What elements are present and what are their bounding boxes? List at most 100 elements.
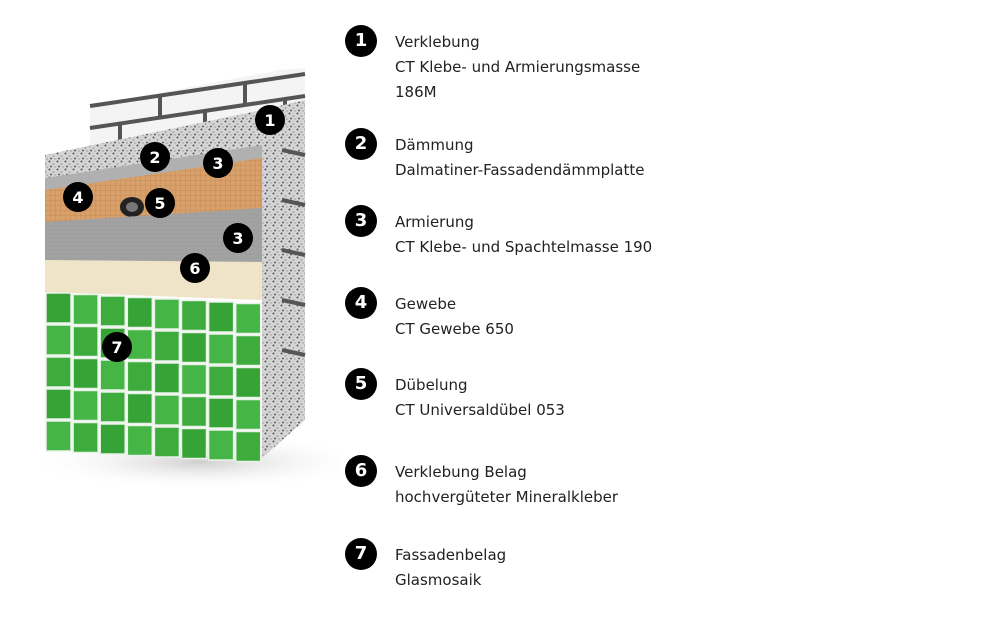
legend-title: Armierung <box>395 213 474 231</box>
mosaic-tile <box>207 301 235 333</box>
mosaic-tile <box>99 423 126 455</box>
glass-mosaic-layer <box>45 292 262 463</box>
mosaic-tile <box>153 426 181 458</box>
mosaic-tile <box>207 397 235 429</box>
legend-entry: 5 Dübelung CT Universaldübel 053 <box>345 368 985 438</box>
diagram-badge: 2 <box>140 142 170 172</box>
mosaic-tile <box>45 420 72 452</box>
mosaic-tile <box>207 333 235 365</box>
mosaic-tile <box>126 296 154 329</box>
badge-number: 4 <box>72 188 83 207</box>
diagram-badge: 4 <box>63 182 93 212</box>
badge-number: 3 <box>212 154 223 173</box>
mosaic-tile <box>234 366 262 399</box>
legend-title: Verklebung Belag <box>395 463 527 481</box>
mosaic-tile <box>153 330 181 362</box>
legend-detail: 186M <box>395 83 437 101</box>
mosaic-tile <box>126 392 154 425</box>
mosaic-tile <box>153 298 181 330</box>
mosaic-tile <box>180 395 208 428</box>
legend-number-badge: 7 <box>345 538 377 570</box>
dowel-center <box>126 202 138 212</box>
diagram-badges: 1 2 3 4 5 3 6 7 <box>63 105 285 362</box>
mosaic-tile <box>207 365 235 397</box>
wall-side-lines <box>281 148 306 357</box>
masonry-wall <box>89 68 306 150</box>
badge-number: 7 <box>111 338 122 357</box>
mosaic-tile <box>99 359 126 391</box>
legend-entry: 1 Verklebung CT Klebe- und Armierungsmasse… <box>345 25 985 101</box>
legend-title: Verklebung <box>395 33 480 51</box>
mosaic-tile <box>153 394 181 426</box>
badge-number: 2 <box>149 148 160 167</box>
mosaic-tile <box>180 299 208 332</box>
mosaic-tile <box>72 325 99 358</box>
mosaic-tile <box>45 292 72 324</box>
diagram-badge: 3 <box>223 223 253 253</box>
mosaic-tile <box>45 388 72 420</box>
diagram-badge: 5 <box>145 188 175 218</box>
legend-entry: 4 Gewebe CT Gewebe 650 <box>345 287 985 357</box>
badge-number: 6 <box>189 259 200 278</box>
legend-text: Dübelung CT Universaldübel 053 <box>395 373 565 423</box>
legend-number-badge: 1 <box>345 25 377 57</box>
mosaic-tile <box>126 360 154 393</box>
mosaic-tile <box>234 430 262 463</box>
legend-text: Verklebung CT Klebe- und Armierungsmasse 1… <box>395 30 640 105</box>
badge-circle <box>255 105 285 135</box>
legend-number-badge: 5 <box>345 368 377 400</box>
badge-number: 3 <box>232 229 243 248</box>
legend-text: Armierung CT Klebe- und Spachtelmasse 190 <box>395 210 652 260</box>
legend-number-badge: 2 <box>345 128 377 160</box>
mosaic-tile <box>234 302 262 335</box>
legend-detail: CT Universaldübel 053 <box>395 401 565 419</box>
legend-title: Fassadenbelag <box>395 546 507 564</box>
badge-circle <box>223 223 253 253</box>
legend-entry: 3 Armierung CT Klebe- und Spachtelmasse 19… <box>345 205 985 275</box>
legend-title: Dübelung <box>395 376 468 394</box>
mosaic-tile <box>72 357 99 390</box>
mosaic-tile <box>72 293 99 326</box>
mosaic-tile <box>45 356 72 388</box>
badge-circle <box>180 253 210 283</box>
badge-circle <box>63 182 93 212</box>
mosaic-tile <box>72 389 99 422</box>
diagram-badge: 7 <box>102 332 132 362</box>
mosaic-tile <box>234 334 262 367</box>
facade-layer-diagram: 1 2 3 4 5 3 6 7 <box>25 68 340 490</box>
legend-text: Gewebe CT Gewebe 650 <box>395 292 514 342</box>
reinforcement-layer <box>45 208 262 270</box>
legend-detail: CT Klebe- und Armierungsmasse <box>395 58 641 76</box>
mosaic-tile <box>180 427 208 460</box>
diagram-badge: 6 <box>180 253 210 283</box>
badge-circle <box>102 332 132 362</box>
badge-number: 1 <box>264 111 275 130</box>
diagram-badge: 3 <box>203 148 233 178</box>
mosaic-tile <box>234 398 262 431</box>
mosaic-tile <box>45 324 72 356</box>
mosaic-tile <box>72 421 99 454</box>
legend-title: Gewebe <box>395 295 457 313</box>
legend-detail: CT Gewebe 650 <box>395 320 514 338</box>
legend-detail: Dalmatiner-Fassadendämmplatte <box>395 161 645 179</box>
legend-text: Verklebung Belag hochvergüteter Mineralkl… <box>395 460 618 510</box>
badge-number: 5 <box>154 194 165 213</box>
legend-detail: CT Klebe- und Spachtelmasse 190 <box>395 238 653 256</box>
legend-number-badge: 6 <box>345 455 377 487</box>
mosaic-tile <box>153 362 181 394</box>
legend-number-badge: 3 <box>345 205 377 237</box>
legend-detail: Glasmosaik <box>395 571 482 589</box>
badge-circle <box>145 188 175 218</box>
badge-circle <box>140 142 170 172</box>
mosaic-tile <box>180 331 208 364</box>
mosaic-tile <box>99 295 126 327</box>
mosaic-tile <box>126 424 154 457</box>
mosaic-tile <box>99 391 126 423</box>
legend-detail: hochvergüteter Mineralkleber <box>395 488 619 506</box>
legend-title: Dämmung <box>395 136 474 154</box>
legend-number-badge: 4 <box>345 287 377 319</box>
